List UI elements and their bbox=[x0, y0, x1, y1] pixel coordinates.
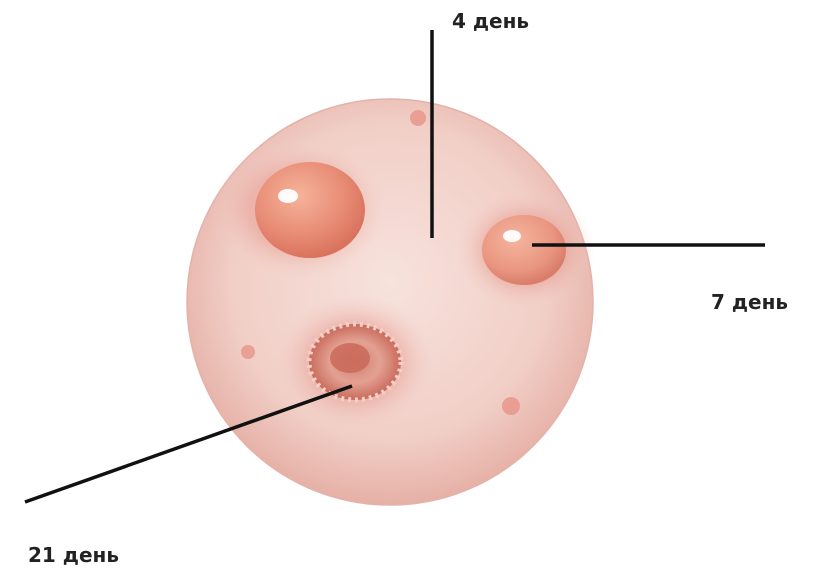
day7-blister bbox=[455, 190, 595, 310]
blister-icon bbox=[255, 162, 365, 258]
healing-blister-icon bbox=[482, 215, 566, 285]
red-spot bbox=[502, 397, 520, 415]
day4-blister bbox=[212, 140, 388, 280]
day21-scab bbox=[275, 294, 435, 430]
red-spot bbox=[241, 345, 255, 359]
day7-label: 7 день bbox=[711, 292, 788, 312]
red-spot bbox=[410, 110, 426, 126]
day4-label: 4 день bbox=[452, 11, 529, 31]
day21-label: 21 день bbox=[28, 545, 119, 565]
